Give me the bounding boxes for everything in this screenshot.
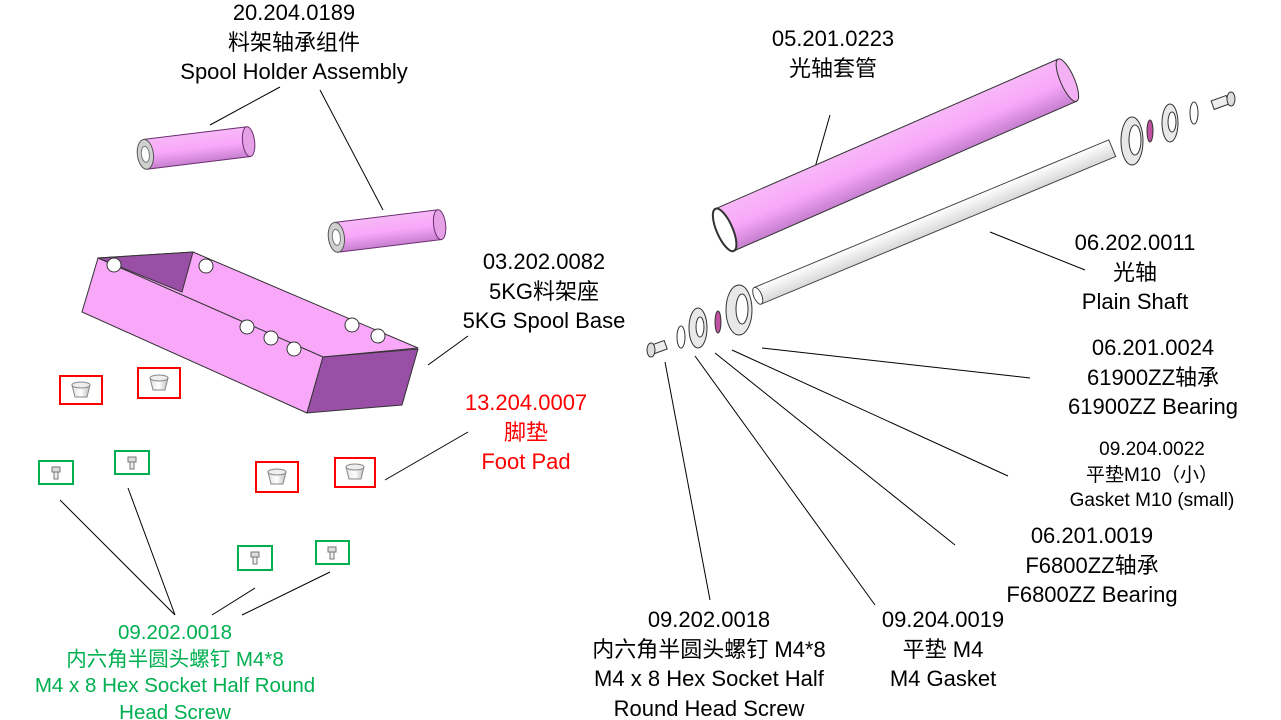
part-name-cn: 平垫 M4 <box>902 636 984 662</box>
label-plain-shaft: 06.202.0011 光轴 Plain Shaft <box>1075 228 1196 317</box>
part-name-en: Plain Shaft <box>1081 289 1189 314</box>
part-name-en: F6800ZZ Bearing <box>1006 582 1178 607</box>
part-name-cn: 61900ZZ轴承 <box>1086 364 1220 390</box>
label-tube: 05.201.0223 光轴套管 <box>772 24 894 83</box>
label-foot-pad: 13.204.0007 脚垫 Foot Pad <box>465 388 587 477</box>
label-bearing-61900: 06.201.0024 61900ZZ轴承 61900ZZ Bearing <box>1068 333 1238 422</box>
part-name-cn: 光轴套管 <box>788 55 877 81</box>
right-end-hardware <box>1120 91 1236 166</box>
part-name-cn: 5KG料架座 <box>488 278 600 304</box>
left-end-hardware <box>646 284 753 358</box>
label-gasket-m10: 09.204.0022 平垫M10（小） Gasket M10 (small) <box>1070 437 1235 514</box>
part-code: 05.201.0223 <box>771 26 895 51</box>
label-bearing-f6800: 06.201.0019 F6800ZZ轴承 F6800ZZ Bearing <box>1006 521 1177 610</box>
part-code: 13.204.0007 <box>464 390 588 415</box>
part-name-cn: F6800ZZ轴承 <box>1025 552 1159 578</box>
part-name-cn: 料架轴承组件 <box>227 29 361 55</box>
label-spool-holder: 20.204.0189 料架轴承组件 Spool Holder Assembly <box>180 0 407 87</box>
part-name-en: Gasket M10 (small) <box>1069 490 1235 511</box>
label-screw-right: 09.202.0018 内六角半圆头螺钉 M4*8 M4 x 8 Hex Soc… <box>592 605 825 720</box>
part-name-en-2: Round Head Screw <box>613 695 805 720</box>
part-name-en: 61900ZZ Bearing <box>1068 394 1238 419</box>
part-code: 06.201.0019 <box>1030 523 1154 548</box>
part-name-en: Spool Holder Assembly <box>180 59 408 84</box>
label-screw-left: 09.202.0018 内六角半圆头螺钉 M4*8 M4 x 8 Hex Soc… <box>35 620 315 720</box>
part-code: 06.202.0011 <box>1074 230 1196 255</box>
part-name-cn: 内六角半圆头螺钉 M4*8 <box>592 636 826 662</box>
leader-lines <box>59 86 1086 616</box>
plain-shaft <box>752 139 1117 305</box>
part-code: 09.204.0022 <box>1099 439 1205 460</box>
part-name-en: M4 x 8 Hex Socket Half Round <box>34 674 316 697</box>
spool-base <box>81 251 419 414</box>
label-spool-base: 03.202.0082 5KG料架座 5KG Spool Base <box>463 247 626 336</box>
part-code: 06.201.0024 <box>1091 335 1215 360</box>
part-name-cn: 脚垫 <box>503 419 548 445</box>
part-code: 03.202.0082 <box>482 249 606 274</box>
part-name-en: 5KG Spool Base <box>462 308 626 333</box>
part-name-cn: 平垫M10（小） <box>1086 464 1218 486</box>
foot-pads <box>59 367 376 493</box>
part-name-en: M4 Gasket <box>889 666 997 691</box>
spool-holder-2 <box>327 209 447 253</box>
spool-holder-1 <box>136 126 256 170</box>
shaft-tube <box>711 58 1080 253</box>
part-name-cn: 光轴 <box>1112 259 1157 285</box>
label-gasket-m4: 09.204.0019 平垫 M4 M4 Gasket <box>882 605 1004 694</box>
part-code: 20.204.0189 <box>232 0 356 25</box>
screws-left <box>38 450 350 571</box>
part-name-cn: 内六角半圆头螺钉 M4*8 <box>66 647 284 671</box>
part-name-en-2: Head Screw <box>119 700 231 720</box>
part-code: 09.202.0018 <box>117 621 233 644</box>
part-name-en: M4 x 8 Hex Socket Half <box>594 666 824 691</box>
part-code: 09.204.0019 <box>881 607 1005 632</box>
part-code: 09.202.0018 <box>647 607 771 632</box>
part-name-en: Foot Pad <box>481 449 571 474</box>
